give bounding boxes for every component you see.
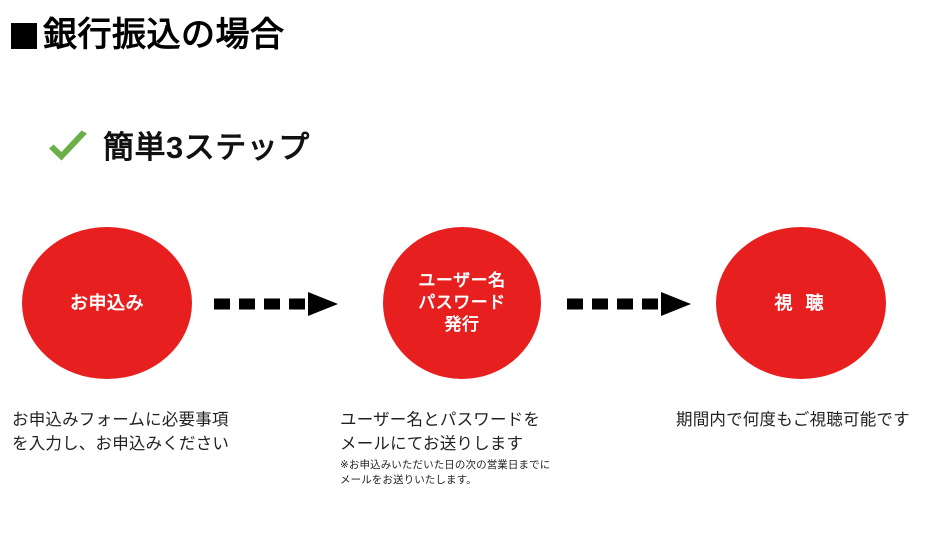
step-circle-1-label: お申込み [70,292,144,313]
step-circle-3: 視 聴 [716,227,886,379]
step-circle-2: ユーザー名 パスワード 発行 [383,227,541,379]
step-circle-1: お申込み [22,227,192,379]
dashed-arrow-2-icon [567,292,691,316]
step-circle-3-label: 視 聴 [774,292,828,313]
step-caption-2-note: ※お申込みいただいた日の次の営業日までに メールをお送りいたします。 [340,459,551,487]
sub-heading-text: 簡単3ステップ [103,129,310,165]
sub-heading: 簡単3ステップ [45,128,310,166]
step-caption-2: ユーザー名とパスワードを メールにてお送りします [340,411,541,453]
step-caption-1: お申込みフォームに必要事項 を入力し、お申込みください [12,411,230,453]
title-bullet-square [11,23,37,49]
page-title: 銀行振込の場合 [11,18,285,52]
step-caption-3: 期間内で何度もご視聴可能です [676,411,910,429]
check-icon [49,130,87,161]
process-flow: お申込み ユーザー名 パスワード 発行 視 聴 [0,227,940,379]
dashed-arrow-1-icon [214,292,338,316]
step-circle-2-label: ユーザー名 パスワード 発行 [418,270,506,335]
page-title-text: 銀行振込の場合 [43,16,285,54]
